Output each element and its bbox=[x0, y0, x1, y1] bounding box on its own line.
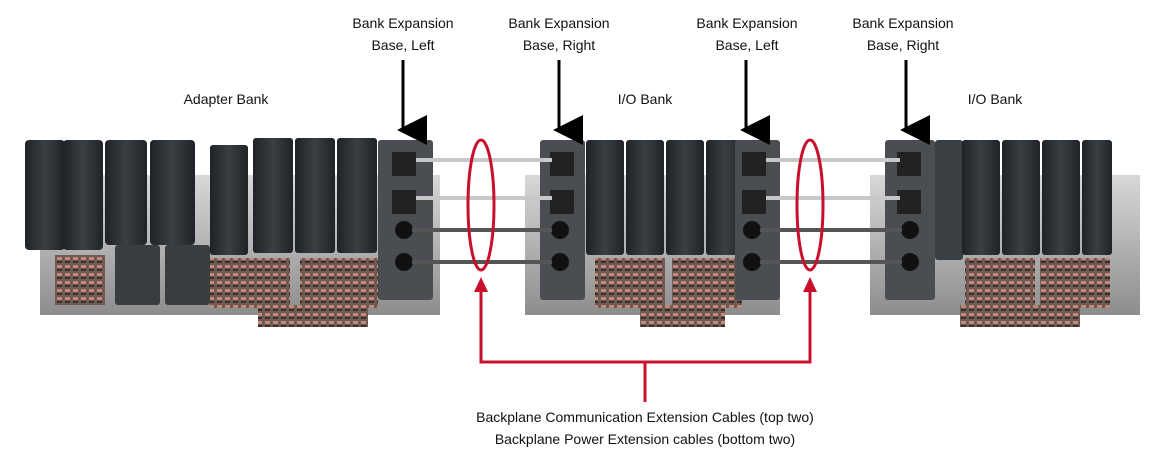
io-module bbox=[586, 140, 624, 255]
highlight-ellipse-left bbox=[466, 138, 496, 272]
power-module bbox=[115, 245, 160, 305]
io-module bbox=[626, 140, 664, 255]
io-bank-right bbox=[870, 140, 1140, 327]
connector bbox=[901, 253, 919, 271]
arrowhead-right bbox=[803, 277, 817, 292]
io-bank-label-1: I/O Bank bbox=[617, 91, 673, 107]
terminal-block bbox=[300, 258, 378, 308]
connector bbox=[550, 190, 574, 214]
connector bbox=[392, 190, 416, 214]
terminal-block bbox=[210, 258, 290, 308]
io-module bbox=[1002, 140, 1040, 255]
terminal-block bbox=[965, 258, 1035, 308]
bank-expansion-base-right-label-2: Bank Expansion Base, Right bbox=[845, 12, 961, 56]
connector bbox=[897, 152, 921, 176]
io-module bbox=[935, 140, 963, 260]
connector bbox=[742, 152, 766, 176]
io-module bbox=[1082, 140, 1112, 255]
connector bbox=[897, 190, 921, 214]
terminal-block bbox=[258, 305, 368, 327]
bank-expansion-base-right-label-1: Bank Expansion Base, Right bbox=[501, 12, 617, 56]
connector bbox=[392, 152, 416, 176]
adapter-module bbox=[150, 140, 195, 245]
label-line: Bank Expansion bbox=[852, 15, 954, 31]
terminal-block bbox=[960, 305, 1080, 327]
io-module bbox=[706, 140, 744, 255]
connector bbox=[901, 221, 919, 239]
arrowhead-left bbox=[474, 277, 488, 292]
io-bank-label-2: I/O Bank bbox=[967, 91, 1023, 107]
extension-cables bbox=[412, 158, 902, 264]
power-module bbox=[165, 245, 210, 305]
terminal-block bbox=[1040, 258, 1110, 308]
callout-arrows bbox=[397, 60, 930, 145]
io-module bbox=[337, 138, 377, 253]
adapter-bank bbox=[25, 138, 440, 327]
connector bbox=[395, 253, 413, 271]
adapter-module bbox=[25, 140, 65, 250]
label-line: Bank Expansion bbox=[696, 15, 798, 31]
highlight-ellipse-right bbox=[795, 138, 825, 272]
connector bbox=[742, 190, 766, 214]
bank-expansion-base-left-label-2: Bank Expansion Base, Left bbox=[689, 12, 805, 56]
io-module bbox=[962, 140, 1000, 255]
label-line: Bank Expansion bbox=[508, 15, 610, 31]
terminal-block bbox=[595, 258, 665, 308]
io-module bbox=[253, 138, 293, 253]
label-line: Base, Left bbox=[715, 37, 779, 53]
adapter-module bbox=[63, 140, 103, 250]
connector bbox=[743, 221, 761, 239]
terminal-block bbox=[55, 255, 105, 305]
terminal-block bbox=[640, 305, 725, 327]
io-module bbox=[666, 140, 704, 255]
connector bbox=[395, 221, 413, 239]
io-bank-middle bbox=[525, 140, 780, 327]
cable-highlights bbox=[466, 138, 825, 402]
label-line: Base, Right bbox=[522, 37, 596, 53]
label-line: Base, Left bbox=[371, 37, 435, 53]
adapter-bank-label: Adapter Bank bbox=[183, 91, 269, 107]
caption-line: Backplane Communication Extension Cables… bbox=[476, 409, 814, 425]
caption-line: Backplane Power Extension cables (bottom… bbox=[494, 431, 796, 447]
connector bbox=[551, 253, 569, 271]
io-module bbox=[1042, 140, 1080, 255]
label-line: Base, Right bbox=[866, 37, 940, 53]
terminal-block bbox=[672, 258, 742, 308]
io-module bbox=[295, 138, 335, 253]
label-line: Bank Expansion bbox=[352, 15, 454, 31]
bank-expansion-base-left-label-1: Bank Expansion Base, Left bbox=[345, 12, 461, 56]
connector bbox=[550, 152, 574, 176]
connector bbox=[743, 253, 761, 271]
connector bbox=[551, 221, 569, 239]
caption: Backplane Communication Extension Cables… bbox=[420, 406, 870, 450]
io-module bbox=[210, 145, 248, 255]
adapter-module bbox=[105, 140, 147, 245]
